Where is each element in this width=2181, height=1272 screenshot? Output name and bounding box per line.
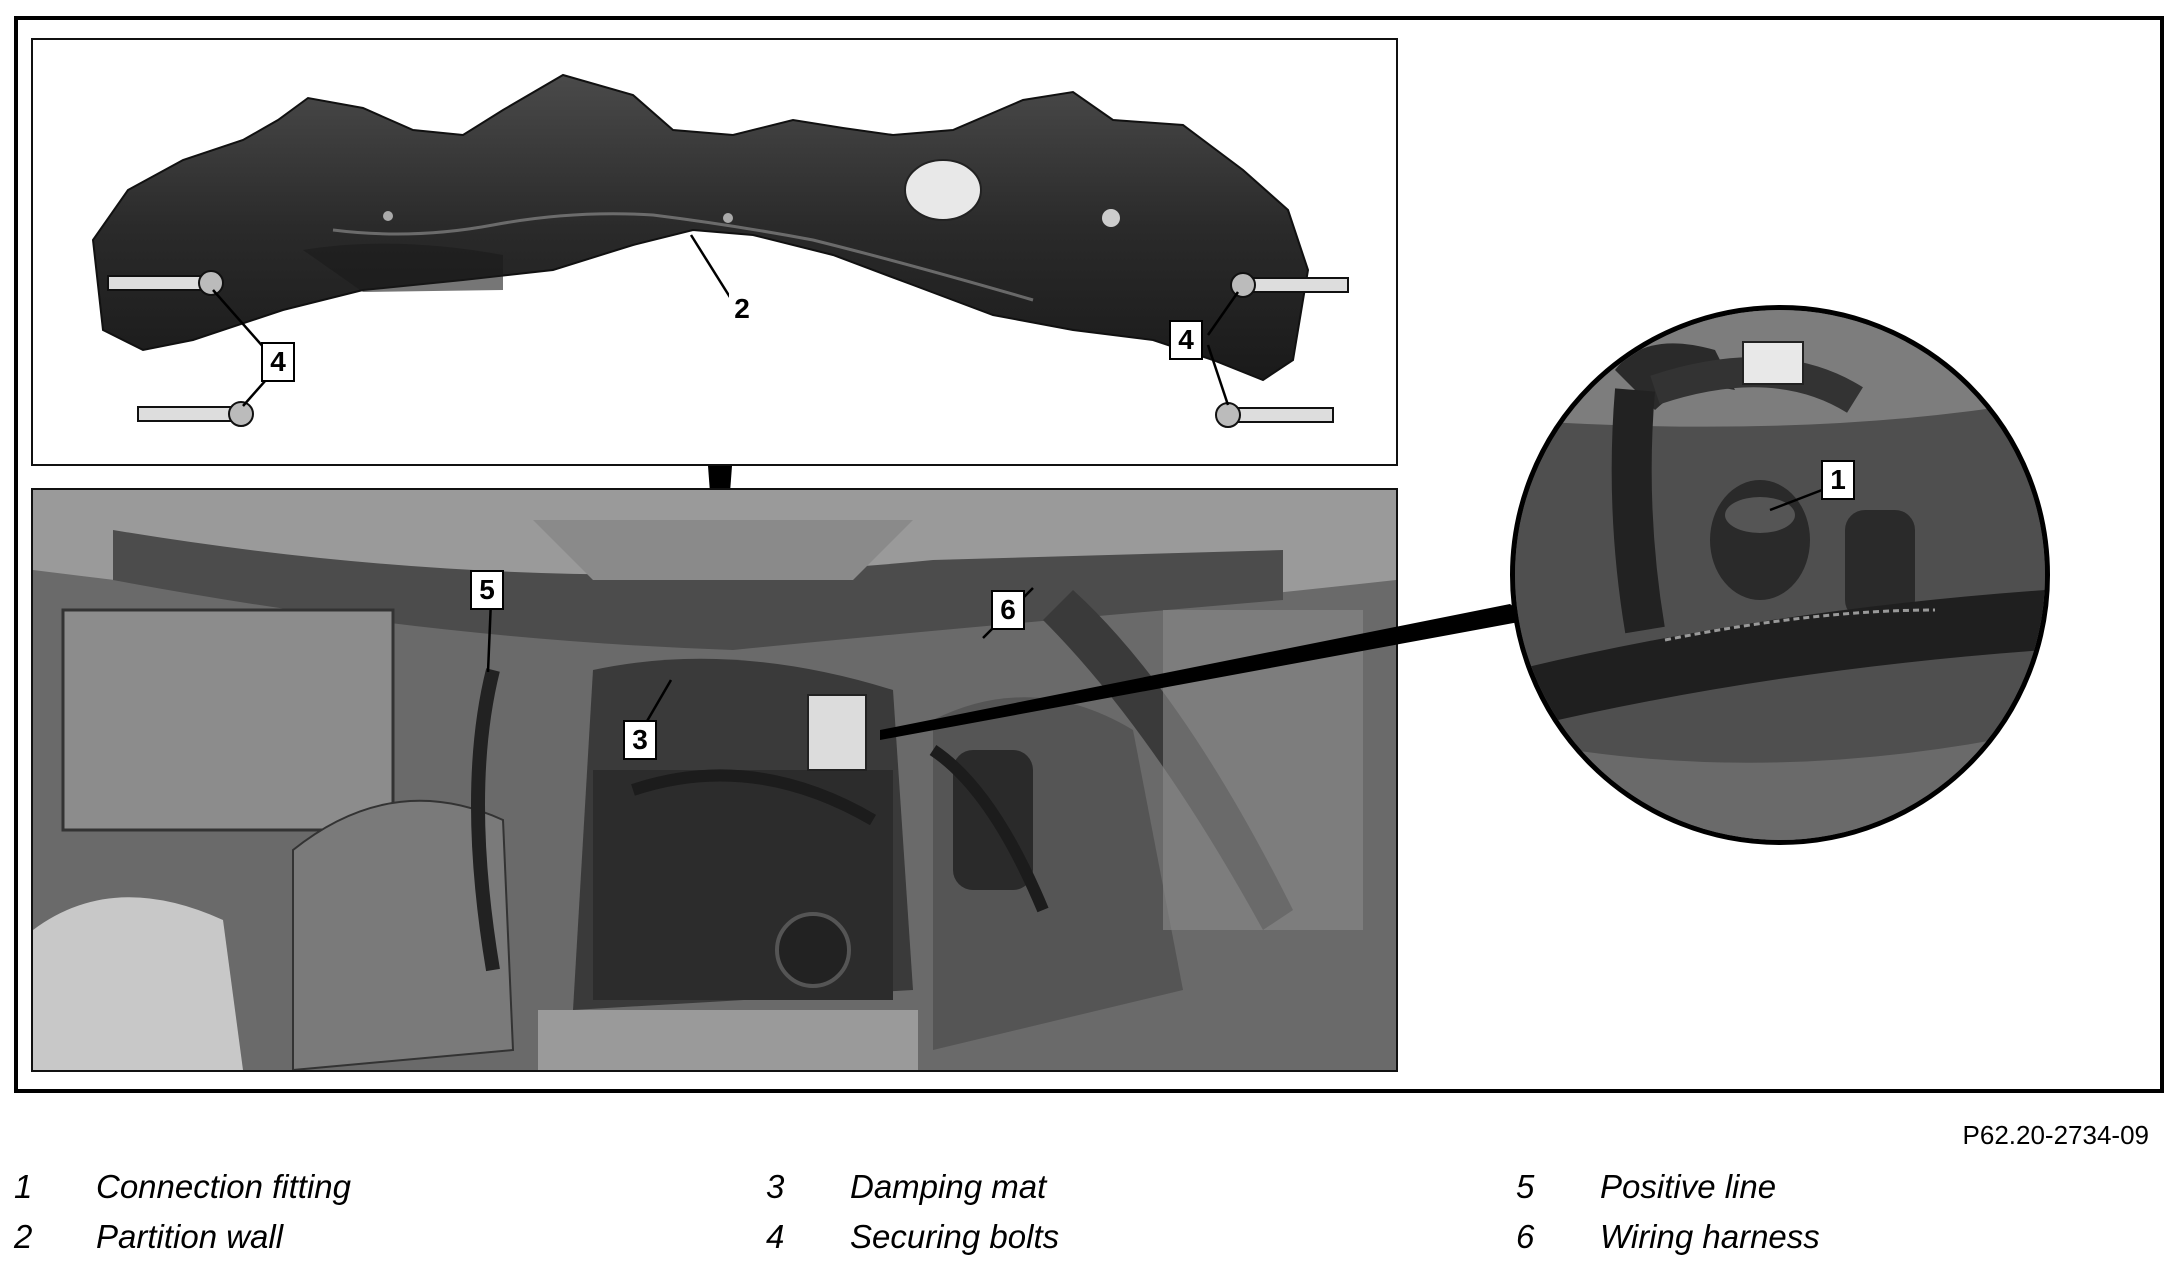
legend-number: 2 bbox=[14, 1218, 33, 1255]
callout-3: 3 bbox=[623, 720, 657, 760]
legend-label: Securing bolts bbox=[850, 1218, 1060, 1255]
legend-number: 1 bbox=[14, 1168, 33, 1205]
callout-4-right: 4 bbox=[1169, 320, 1203, 360]
detail-pointer bbox=[880, 604, 1530, 740]
legend-label: Connection fitting bbox=[96, 1168, 351, 1205]
securing-bolt bbox=[1215, 402, 1334, 428]
partition-wall-panel: 2 4 4 bbox=[31, 38, 1398, 466]
legend-label: Wiring harness bbox=[1600, 1218, 1820, 1255]
legend-label: Positive line bbox=[1600, 1168, 1777, 1205]
connection-fitting-detail bbox=[1515, 310, 2045, 840]
legend-number: 5 bbox=[1516, 1168, 1535, 1205]
legend-number: 6 bbox=[1516, 1218, 1535, 1255]
partition-wall-shape bbox=[91, 73, 1310, 382]
legend-label: Damping mat bbox=[850, 1168, 1047, 1205]
engine-compartment-illustration bbox=[33, 490, 1396, 1070]
engine-compartment-photo: 5 3 6 bbox=[31, 488, 1398, 1072]
legend: 1 Connection fitting 2 Partition wall 3 … bbox=[0, 1162, 2181, 1272]
figure-frame bbox=[14, 16, 2164, 1093]
callout-2: 2 bbox=[729, 292, 755, 326]
legend-label: Partition wall bbox=[96, 1218, 284, 1255]
legend-number: 3 bbox=[766, 1168, 785, 1205]
callout-4-left: 4 bbox=[261, 342, 295, 382]
callout-1: 1 bbox=[1821, 460, 1855, 500]
legend-number: 4 bbox=[766, 1218, 785, 1255]
partition-wall-illustration bbox=[91, 73, 1349, 428]
securing-bolt bbox=[107, 270, 224, 296]
securing-bolt bbox=[1230, 272, 1349, 298]
callout-6: 6 bbox=[991, 590, 1025, 630]
callout-5: 5 bbox=[470, 570, 504, 610]
securing-bolt bbox=[137, 401, 254, 427]
detail-circle: 1 bbox=[1510, 305, 2050, 845]
figure-id: P62.20-2734-09 bbox=[1962, 1120, 2149, 1150]
